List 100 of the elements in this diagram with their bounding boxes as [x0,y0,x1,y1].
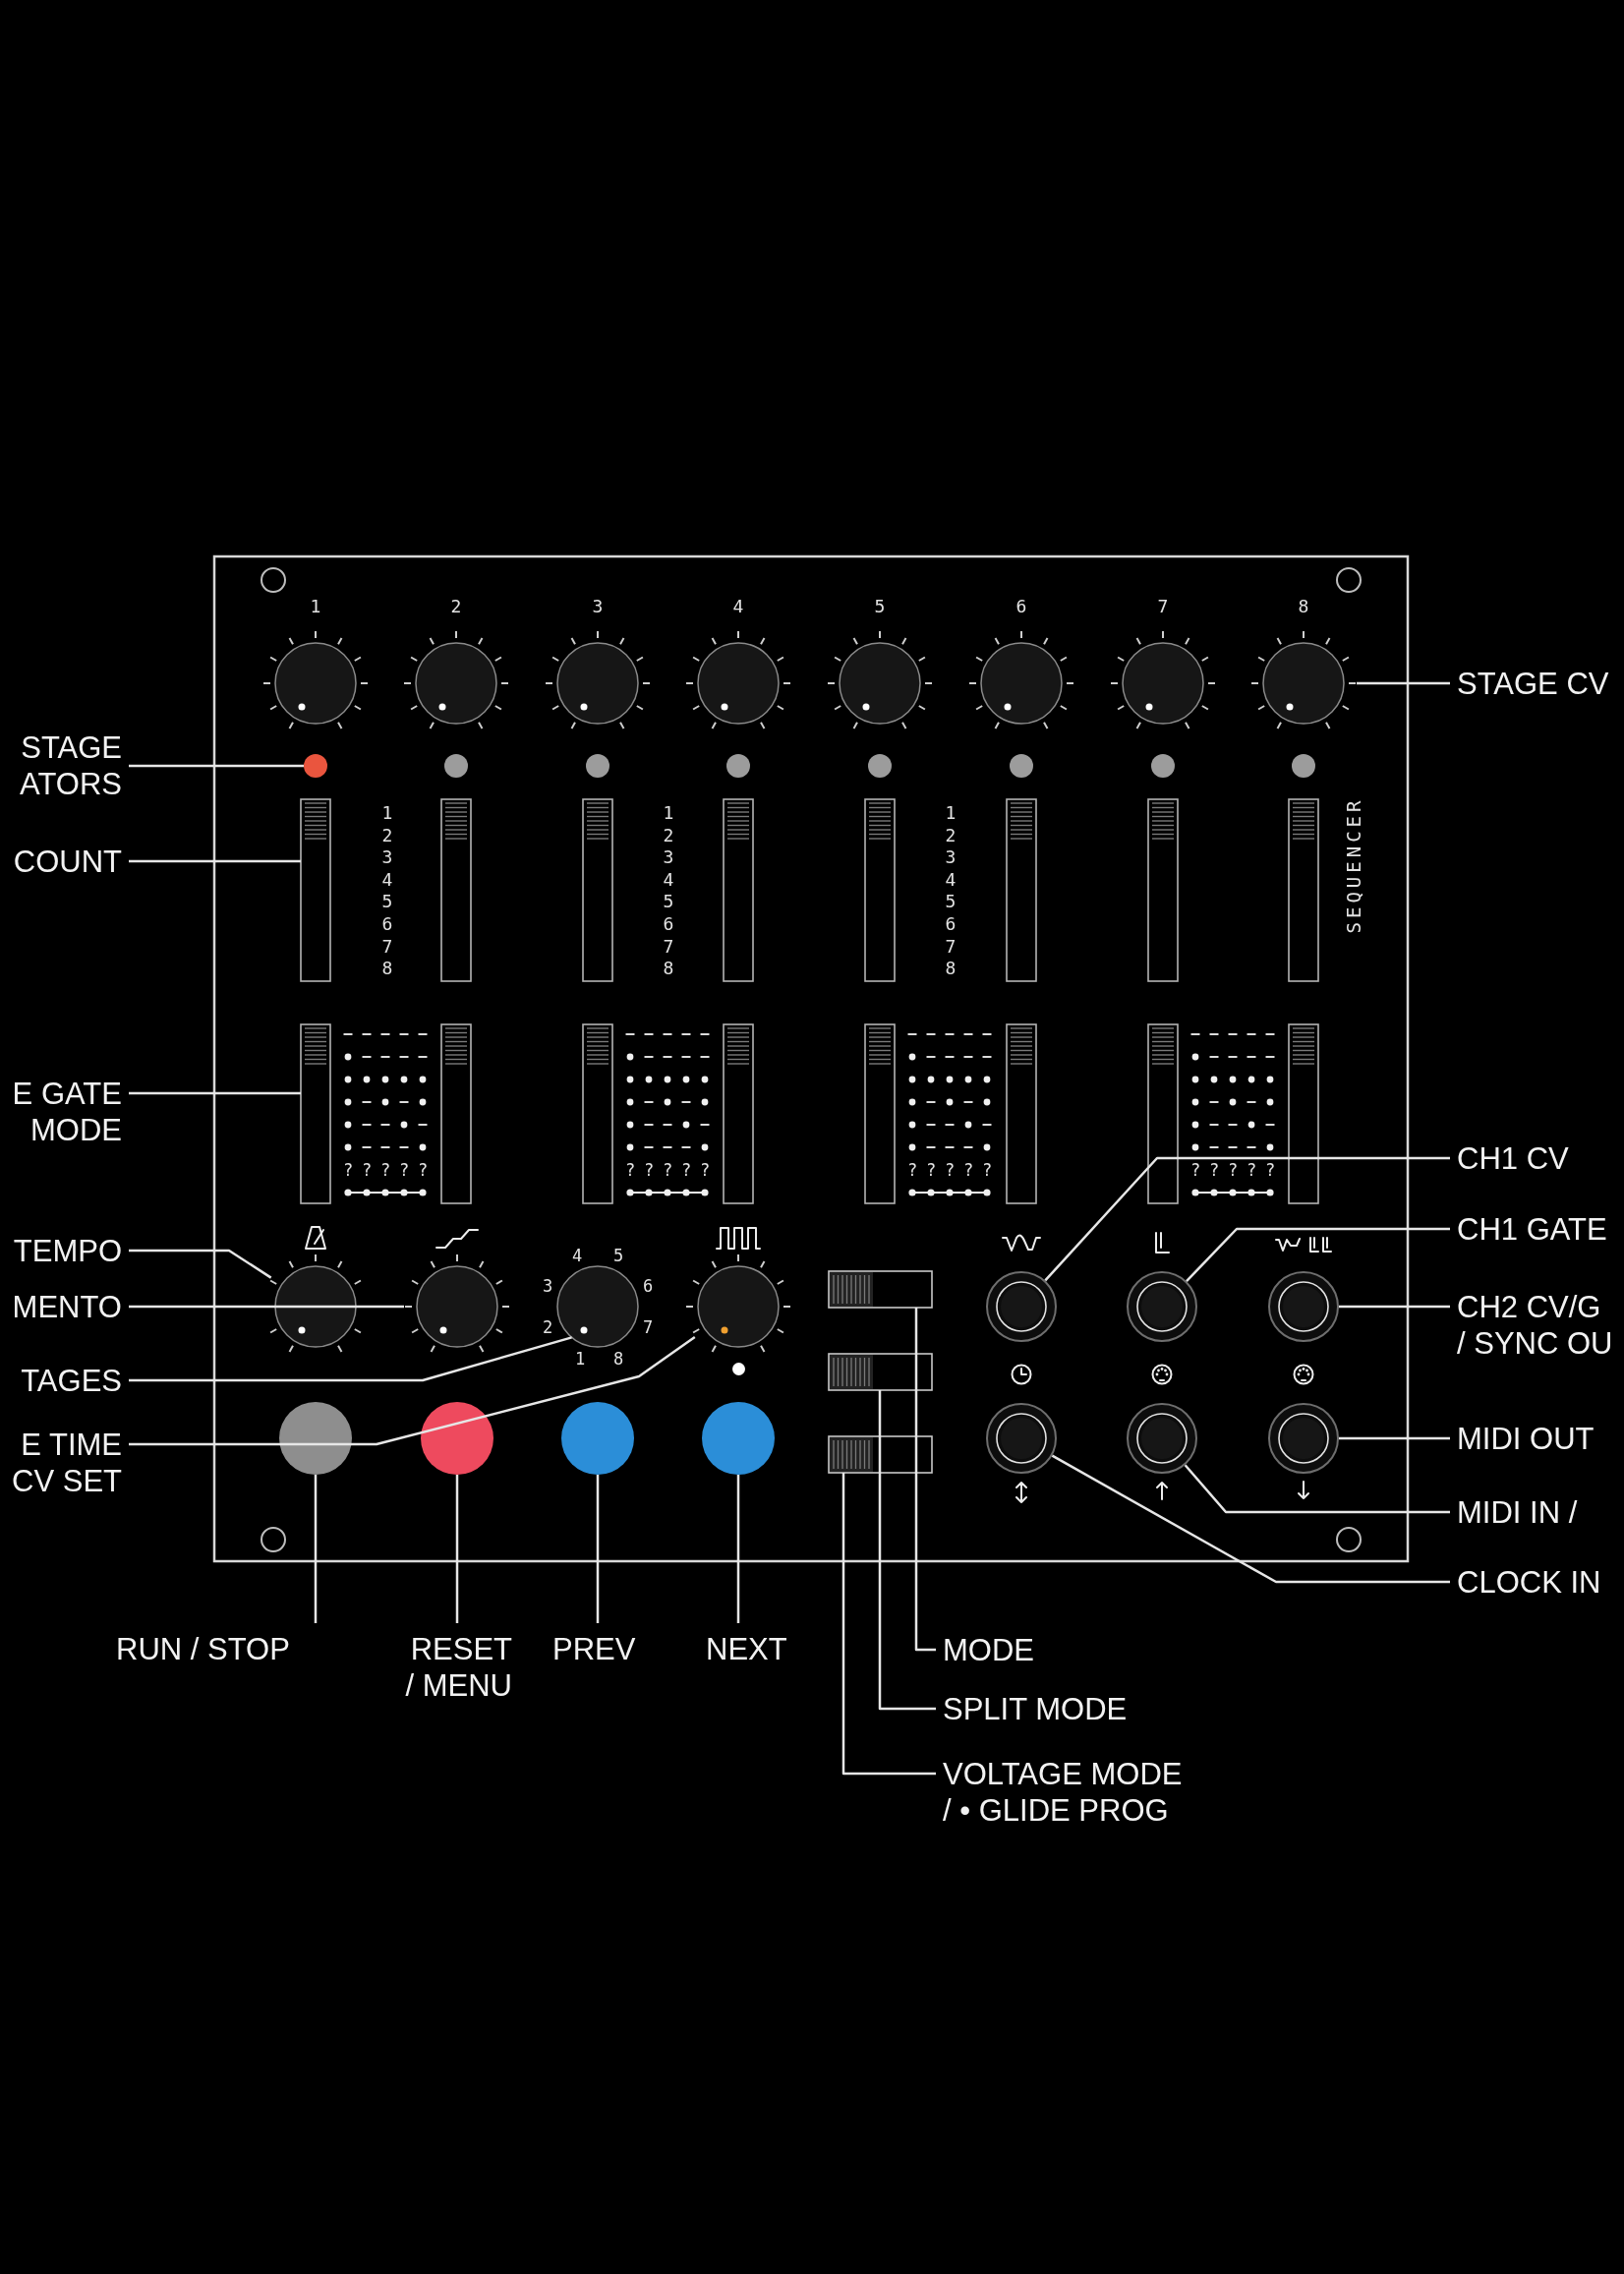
callout-label: MIDI IN / [1457,1493,1578,1531]
stage-number: 1 [310,598,321,615]
callout-label: E TIME CV SET [0,1426,122,1499]
scale-number: 5 [612,1247,624,1264]
leader-line [129,764,304,768]
stage-led [1149,752,1177,780]
callout-label: STAGE ATORS [0,729,122,802]
fader [582,798,613,982]
stage-number: 3 [592,598,604,615]
fader [864,798,896,982]
push-button [419,1400,495,1477]
callout-label: CLOCK IN [1457,1563,1601,1601]
jack-socket [1125,1401,1199,1476]
leader-line [129,1336,572,1382]
leader-line [596,1475,600,1623]
slide-switch [828,1270,933,1309]
panel-title: SEQUENCER [1343,796,1364,934]
callout-label: RUN / STOP [116,1631,290,1667]
fader [1288,798,1319,982]
fader [723,798,754,982]
fader [440,1023,472,1204]
fader [1147,1023,1179,1204]
leader-line [878,1390,936,1711]
stage-led [1008,752,1035,780]
callout-label: RESET / MENU [384,1631,512,1704]
callout-label: NEXT [706,1631,787,1667]
stage-led [1290,752,1317,780]
callout-label: CH2 CV/G / SYNC OU [1457,1288,1622,1362]
leader-line [1339,1305,1450,1309]
leader-line [1339,1436,1450,1440]
leader-line [129,859,301,863]
random-gate-marks: ????? [624,1161,720,1179]
leader-line [1357,681,1450,685]
stage-led [302,752,329,780]
scale-number: 2 [542,1318,553,1336]
fader [1006,1023,1037,1204]
callout-label: CH1 CV [1457,1139,1569,1177]
leader-line [129,1336,696,1446]
random-gate-marks: ????? [906,1161,1002,1179]
callout-label: COUNT [13,843,122,880]
callout-label: STAGE CV [1457,665,1609,702]
leader-line [314,1475,318,1623]
stage-number: 4 [732,598,744,615]
stage-led [866,752,894,780]
scale-number: 7 [642,1318,654,1336]
stage-led [584,752,611,780]
leader-line [1051,1454,1450,1584]
callout-label: CH1 GATE [1457,1210,1607,1248]
jack-socket [1125,1269,1199,1344]
callout-label: MIDI OUT [1457,1420,1595,1457]
fader [440,798,472,982]
fader [864,1023,896,1204]
slide-switch [828,1353,933,1391]
stage-led [442,752,470,780]
stage-number: 2 [450,598,462,615]
stage-led [725,752,752,780]
fader [300,798,331,982]
leader-line [1186,1227,1450,1282]
step-number-column: 1 2 3 4 5 6 7 8 [381,802,393,980]
random-gate-marks: ????? [342,1161,437,1179]
jack-socket [1266,1401,1341,1476]
callout-label: PREV [552,1631,636,1667]
leader-line [1044,1156,1450,1282]
leader-line [914,1308,936,1652]
fader [1288,1023,1319,1204]
scale-number: 4 [571,1247,583,1264]
scale-number: 8 [612,1350,624,1368]
push-button [277,1400,354,1477]
leader-line [129,1305,404,1309]
callout-label: TAGES [21,1362,122,1399]
stage-number: 7 [1157,598,1169,615]
push-button [559,1400,636,1477]
scale-number: 3 [542,1277,553,1295]
stage-number: 5 [874,598,886,615]
callout-label: MENTO [12,1288,122,1325]
rotary-knob [555,1264,640,1349]
step-number-column: 1 2 3 4 5 6 7 8 [663,802,674,980]
leader-line [841,1473,936,1776]
callout-label: SPLIT MODE [943,1690,1128,1727]
leader-line [129,1249,272,1279]
push-button [700,1400,777,1477]
scale-number: 6 [642,1277,654,1295]
step-number-column: 1 2 3 4 5 6 7 8 [945,802,957,980]
jack-socket [984,1269,1059,1344]
leader-line [736,1475,740,1623]
stage-number: 8 [1298,598,1309,615]
random-gate-marks: ????? [1189,1161,1285,1179]
fader [300,1023,331,1204]
callout-label: E GATE MODE [0,1075,122,1148]
callout-label: VOLTAGE MODE / • GLIDE PROG [943,1755,1238,1829]
jack-socket [1266,1269,1341,1344]
fader [723,1023,754,1204]
fader [582,1023,613,1204]
slide-switch [828,1435,933,1474]
fader [1006,798,1037,982]
stage-number: 6 [1015,598,1027,615]
scale-number: 1 [574,1350,586,1368]
fader [1147,798,1179,982]
jack-socket [984,1401,1059,1476]
leader-line [455,1475,459,1623]
